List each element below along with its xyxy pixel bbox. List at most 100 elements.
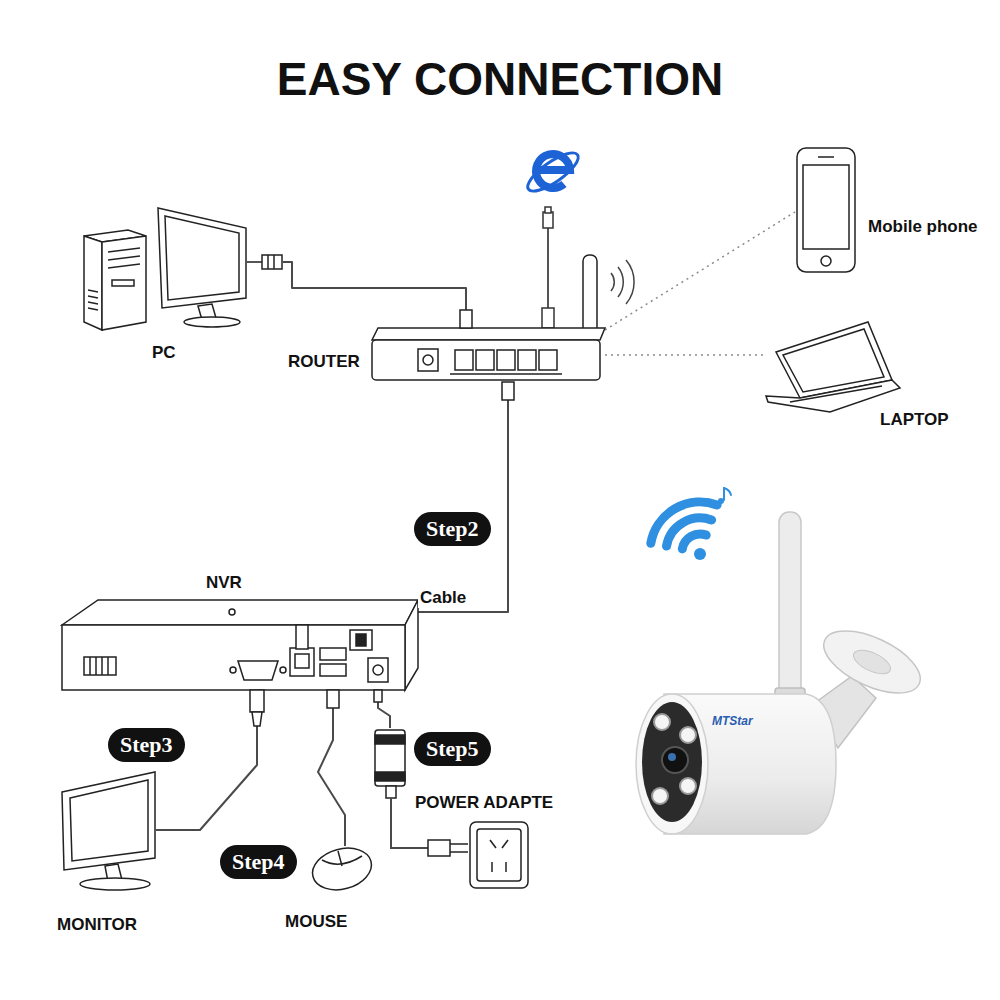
nvr-illustration-part	[280, 667, 286, 673]
router-illustration-part	[418, 349, 438, 371]
nvr-illustration-part	[368, 658, 388, 682]
pc-illustration	[84, 208, 282, 330]
nvr-illustration-part	[84, 657, 116, 675]
wall-outlet-part	[477, 829, 521, 881]
nvr-illustration-part	[62, 625, 405, 690]
wall-outlet-part	[490, 840, 496, 848]
wifi-icon-part	[651, 502, 717, 543]
device-label: Mobile phone	[868, 217, 978, 237]
monitor-illustration	[62, 772, 155, 890]
mouse-illustration-part	[338, 851, 342, 866]
camera-photo-part	[850, 645, 894, 678]
device-node: POWER ADAPTE	[373, 728, 407, 788]
nvr-illustration-part	[62, 600, 418, 625]
camera-photo-part	[815, 618, 930, 705]
wall-outlet-part	[470, 822, 528, 888]
router-illustration-part	[476, 350, 494, 370]
device-node: MOUSE	[310, 846, 374, 890]
pc-illustration-part	[108, 264, 140, 268]
monitor-illustration-part	[80, 878, 150, 890]
mouse-illustration	[308, 842, 376, 896]
wall-outlet-part	[491, 862, 493, 872]
power-adapter-illustration-part	[375, 730, 405, 786]
power-adapter-illustration-part	[375, 735, 405, 744]
nvr-illustration-part	[230, 667, 236, 673]
laptop-illustration	[766, 322, 900, 412]
device-label: MOUSE	[285, 912, 347, 932]
internet-cable	[542, 207, 554, 328]
wall-outlet-part	[505, 862, 507, 872]
laptop-illustration-part	[766, 380, 900, 412]
wall-outlet-part	[502, 840, 508, 848]
internet-cable-part	[545, 207, 551, 213]
wireless-link	[605, 354, 763, 356]
camera-photo-part	[654, 714, 670, 730]
cable-line	[283, 262, 466, 328]
pc-illustration-part	[184, 317, 240, 327]
internet-icon	[523, 147, 584, 198]
camera-photo	[636, 512, 929, 834]
internet-cable-part	[547, 226, 549, 310]
wifi-icon-part	[723, 488, 725, 500]
power-adapter-illustration-part	[386, 786, 396, 798]
pc-illustration-part	[267, 255, 269, 269]
step-text: Step2	[426, 516, 479, 541]
camera-photo-part	[652, 788, 668, 804]
camera-photo-part	[642, 702, 702, 822]
nvr-illustration-part	[252, 712, 262, 726]
step-text: Step4	[232, 849, 285, 874]
nvr-illustration-part	[95, 657, 97, 675]
internet-icon-part	[523, 147, 584, 198]
power-adapter-illustration-part	[375, 772, 405, 781]
pc-illustration-part	[88, 302, 98, 304]
nvr-illustration-part	[89, 657, 91, 675]
pc-illustration-part	[112, 280, 134, 286]
pc-illustration-part	[108, 256, 140, 260]
camera-photo-part	[680, 778, 696, 794]
wireless-link	[605, 212, 795, 330]
device-node: NVR	[62, 625, 405, 690]
nvr-illustration-part	[356, 634, 366, 646]
router-illustration-part	[460, 310, 472, 328]
router-illustration-part	[611, 273, 614, 291]
cable-line	[302, 382, 508, 625]
wifi-icon-part	[724, 488, 731, 495]
nvr-illustration-part	[290, 648, 314, 676]
internet-cable-part	[542, 308, 554, 328]
pc-illustration-part	[84, 236, 102, 330]
device-label: NVR	[206, 573, 242, 593]
nvr-illustration-part	[250, 690, 264, 712]
step-badge: Step4	[220, 845, 297, 879]
nvr-illustration-part	[350, 630, 372, 650]
wifi-icon-part	[718, 498, 724, 504]
router-illustration-part	[539, 350, 557, 370]
wifi-icon	[651, 488, 731, 560]
router-illustration-part	[502, 382, 514, 400]
wall-outlet	[470, 822, 528, 888]
nvr-illustration-part	[373, 665, 383, 675]
camera-photo-part	[668, 753, 676, 761]
diagram-title: EASY CONNECTION	[0, 55, 1000, 103]
pc-illustration-part	[108, 248, 140, 252]
device-label: POWER ADAPTE	[415, 793, 553, 813]
camera-photo-part	[662, 747, 688, 773]
mouse-illustration-part	[308, 842, 376, 896]
router-illustration-part	[450, 373, 562, 375]
pc-illustration-part	[158, 208, 246, 308]
nvr-illustration-part	[320, 648, 346, 660]
pc-illustration-part	[273, 255, 275, 269]
brand-text: MTStar	[712, 714, 753, 728]
nvr-illustration-part	[238, 661, 278, 680]
router-illustration-part	[455, 350, 473, 370]
nvr-illustration-part	[101, 657, 103, 675]
router-illustration-part	[618, 267, 623, 297]
pc-illustration-part	[262, 255, 282, 269]
device-node: PC	[80, 205, 283, 335]
router-illustration-part	[518, 350, 536, 370]
monitor-illustration-part	[70, 780, 148, 861]
wifi-icon-part	[667, 518, 712, 546]
nvr-illustration-part	[107, 657, 109, 675]
step-text: Step5	[426, 736, 479, 761]
